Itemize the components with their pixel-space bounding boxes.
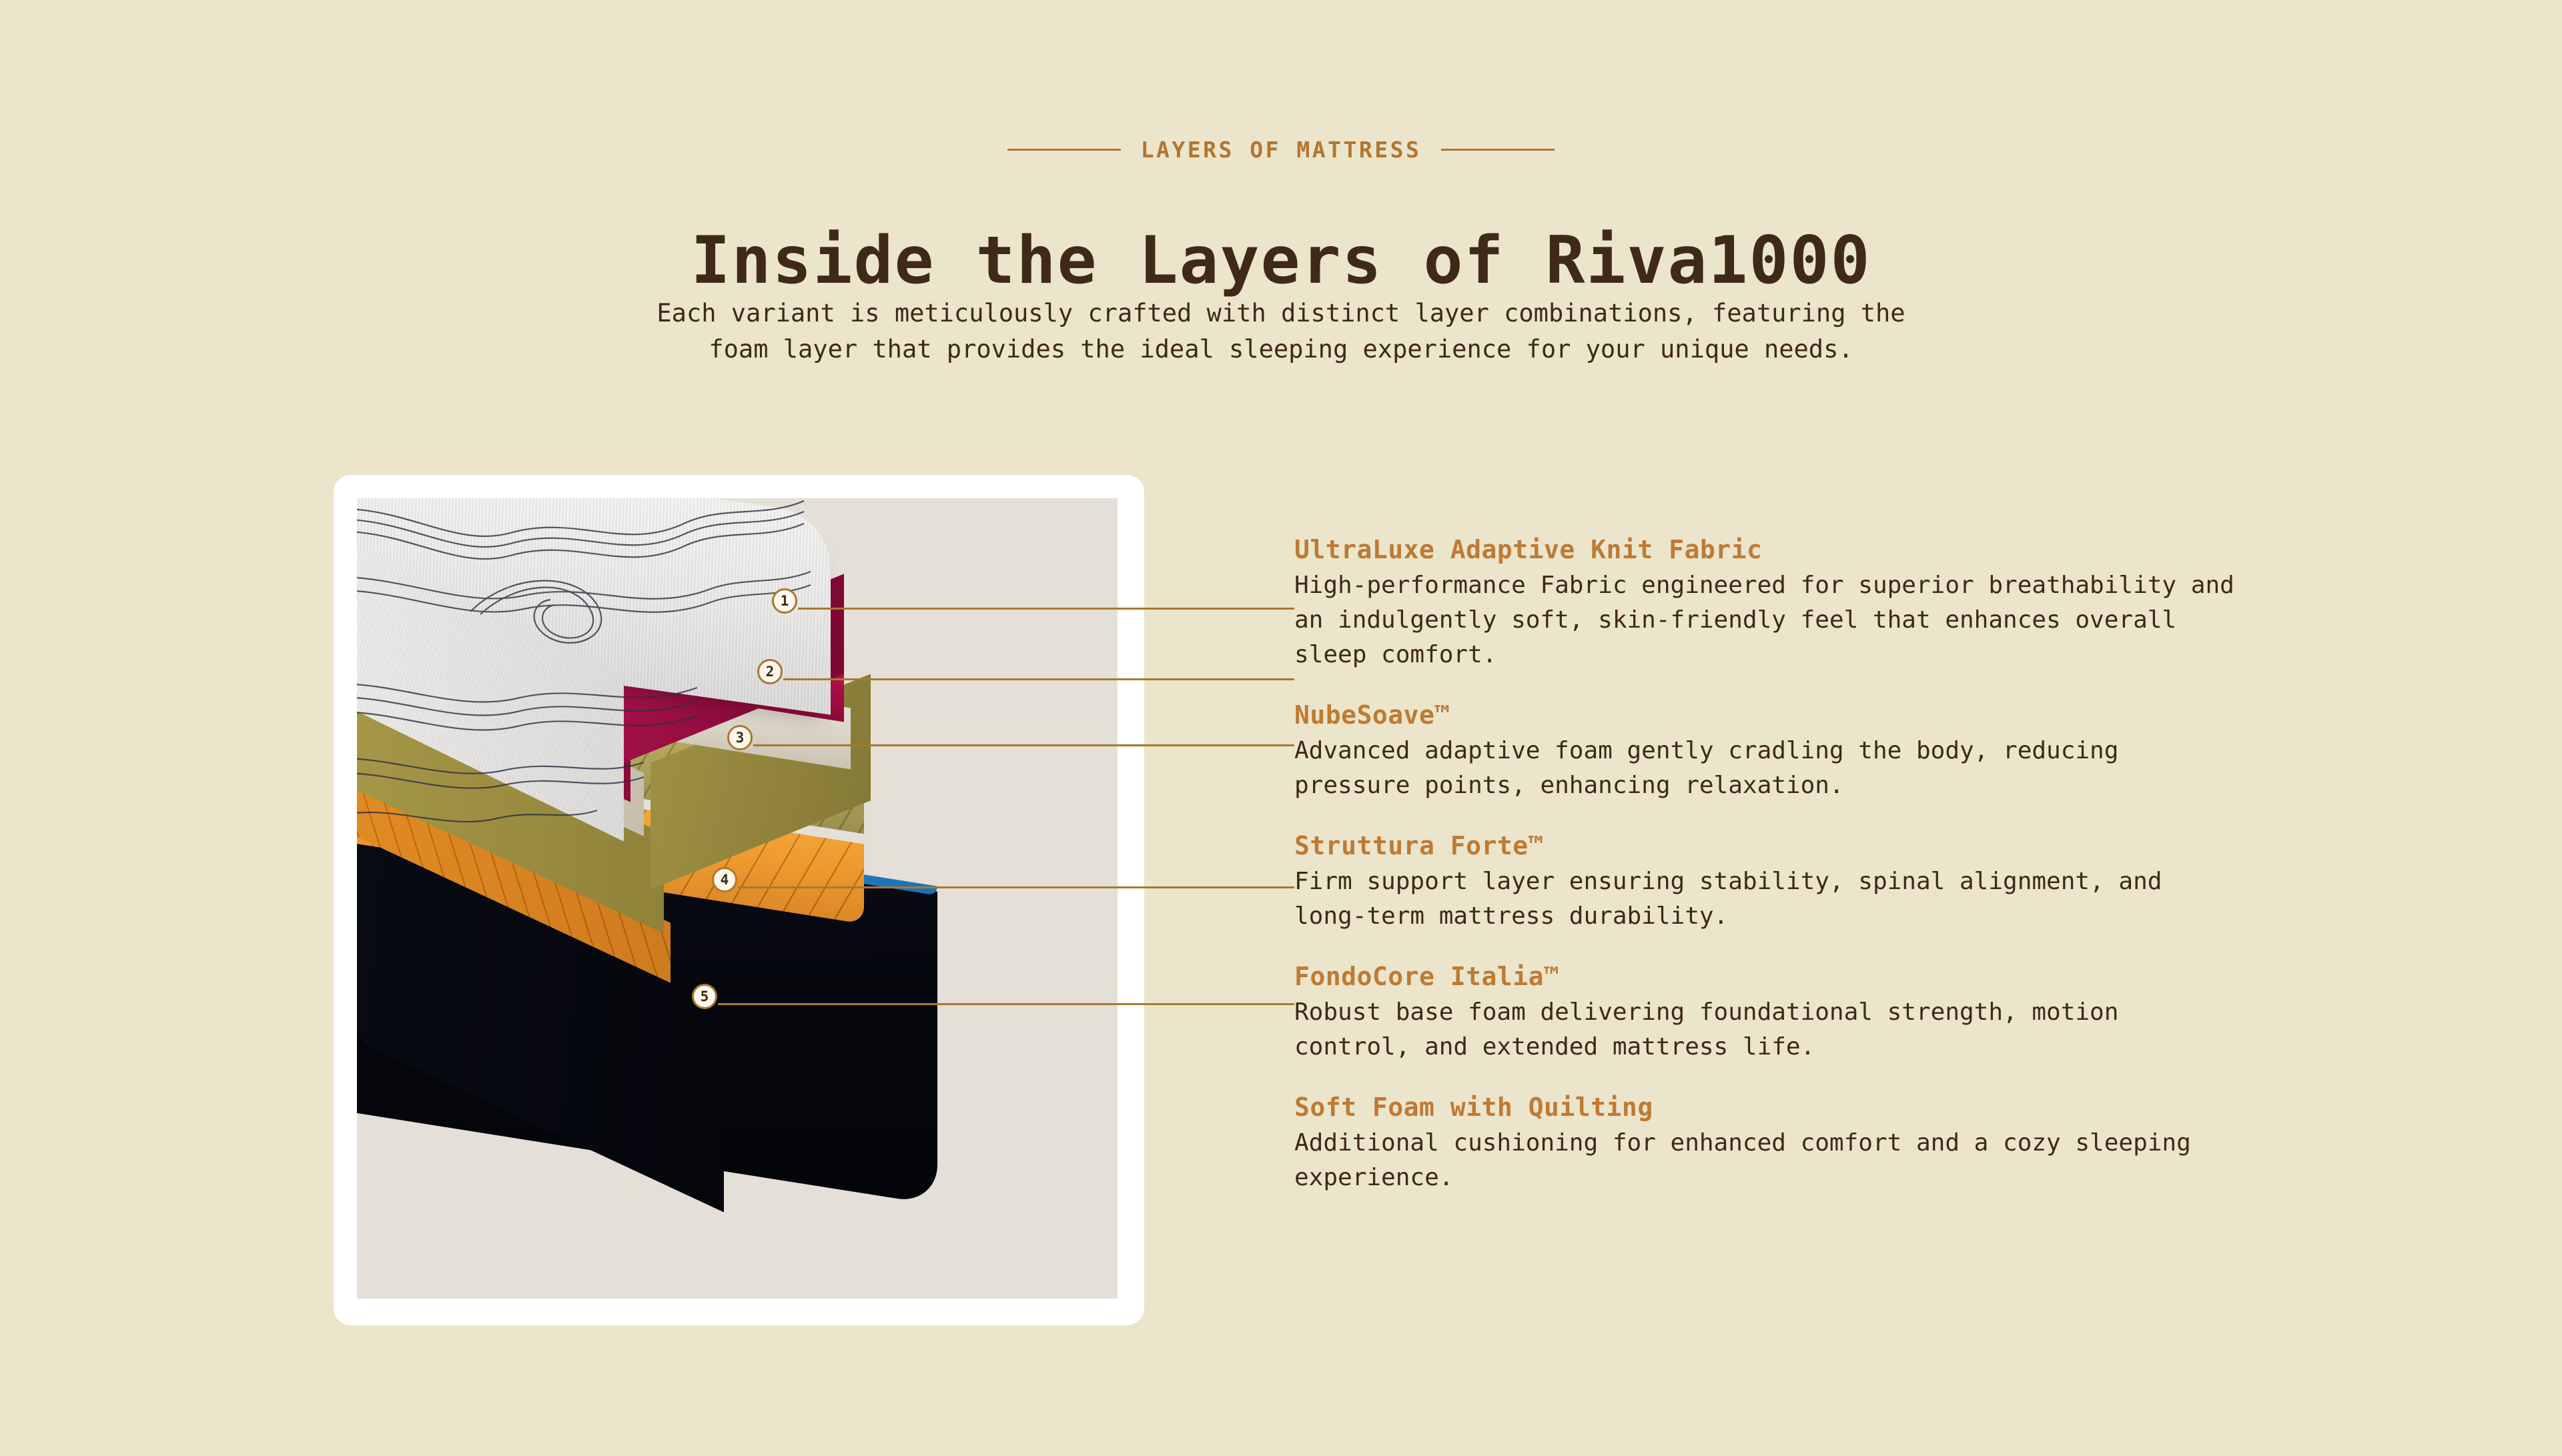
layer-item-1: UltraLuxe Adaptive Knit Fabric High-perf…	[1294, 534, 2242, 672]
layer-description-1: High-performance Fabric engineered for s…	[1294, 572, 2234, 668]
layer-description-5: Additional cushioning for enhanced comfo…	[1294, 1129, 2191, 1191]
layer-title-1: UltraLuxe Adaptive Knit Fabric	[1294, 535, 1763, 564]
subtitle-line-2: foam layer that provides the ideal sleep…	[709, 335, 1853, 363]
page-title: Inside the Layers of Riva1000	[691, 222, 1871, 299]
connector-line-3	[753, 744, 1294, 746]
layer-item-3: Struttura Forte™ Firm support layer ensu…	[1294, 830, 2242, 934]
marker-2[interactable]: 2	[757, 659, 783, 684]
eyebrow: LAYERS OF MATTRESS	[0, 137, 2562, 163]
layers-list: UltraLuxe Adaptive Knit Fabric High-perf…	[1294, 534, 2242, 1195]
connector-line-5	[718, 1003, 1294, 1005]
marker-5[interactable]: 5	[692, 984, 717, 1009]
layer-description-4: Robust base foam delivering foundational…	[1294, 998, 2119, 1060]
layer-description-3: Firm support layer ensuring stability, s…	[1294, 868, 2162, 930]
layer-title-4: FondoCore Italia™	[1294, 962, 1560, 991]
connector-line-4	[738, 886, 1294, 888]
layer-item-2: NubeSoave™ Advanced adaptive foam gently…	[1294, 699, 2242, 803]
mattress-layer-stack: 1 2 3 4 5	[357, 498, 1118, 1299]
eyebrow-rule-left	[1007, 149, 1121, 151]
page-subtitle: Each variant is meticulously crafted wit…	[594, 295, 1968, 368]
layer-item-4: FondoCore Italia™ Robust base foam deliv…	[1294, 960, 2242, 1064]
connector-line-1	[798, 608, 1294, 610]
marker-1[interactable]: 1	[772, 588, 797, 614]
marker-3[interactable]: 3	[727, 725, 753, 750]
connector-line-2	[783, 678, 1294, 680]
layer-item-5: Soft Foam with Quilting Additional cushi…	[1294, 1091, 2242, 1195]
subtitle-line-1: Each variant is meticulously crafted wit…	[657, 299, 1905, 327]
mattress-image-card: 1 2 3 4 5	[334, 475, 1144, 1325]
eyebrow-rule-right	[1441, 149, 1555, 151]
marker-4[interactable]: 4	[712, 867, 737, 892]
layer-description-2: Advanced adaptive foam gently cradling t…	[1294, 737, 2119, 799]
layer-title-3: Struttura Forte™	[1294, 831, 1545, 860]
eyebrow-label: LAYERS OF MATTRESS	[1140, 137, 1422, 163]
layer-title-2: NubeSoave™	[1294, 700, 1450, 730]
knit-contour-pattern	[357, 500, 811, 823]
layer-title-5: Soft Foam with Quilting	[1294, 1093, 1653, 1122]
mattress-photo: 1 2 3 4 5	[357, 498, 1118, 1299]
